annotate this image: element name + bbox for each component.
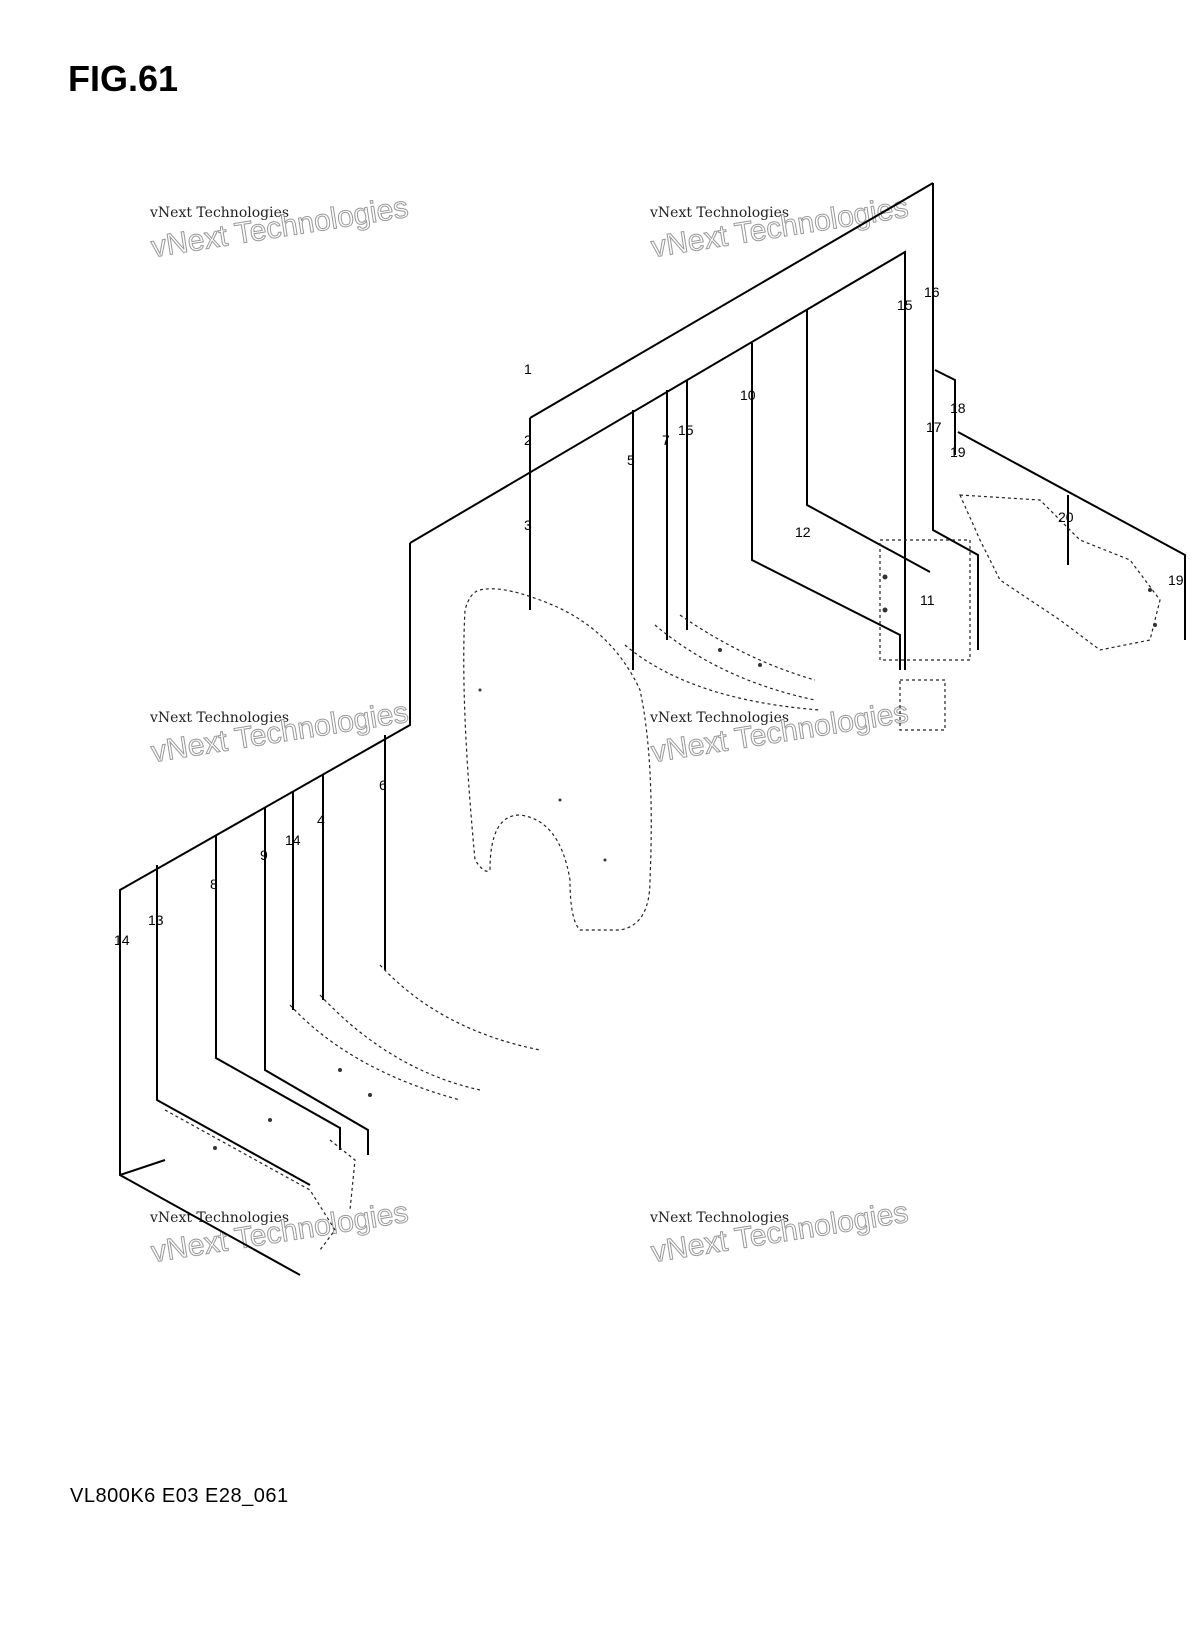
leader-8: [215, 835, 341, 1150]
lower-trim-6: [379, 964, 541, 1051]
mount-bolt: [1148, 588, 1152, 592]
leader-10: [751, 343, 901, 670]
figure-title: FIG.61: [68, 58, 179, 99]
callout-6: 6: [379, 777, 387, 793]
leader-frame-upper: [932, 183, 979, 650]
trim-bolt: [368, 1093, 372, 1097]
callout-14: 14: [114, 932, 130, 948]
windshield-part: [463, 588, 652, 931]
lower-trim-4: [319, 994, 481, 1091]
callout-8: 8: [210, 876, 218, 892]
callout-5: 5: [627, 452, 635, 468]
callout-10: 10: [740, 387, 756, 403]
callout-19: 19: [950, 444, 966, 460]
bracket-bolt: [213, 1146, 217, 1150]
callout-16: 16: [924, 284, 940, 300]
trim-bolt: [718, 648, 722, 652]
callout-19: 19: [1168, 572, 1184, 588]
bracket-bolt: [268, 1118, 272, 1122]
trim-bolt: [338, 1068, 342, 1072]
figure-code: VL800K6 E03 E28_061: [70, 1485, 289, 1507]
bracket-bolt: [882, 574, 888, 580]
windshield-hole: [558, 798, 562, 802]
callout-4: 4: [317, 812, 325, 828]
upper-trim-15: [679, 614, 816, 681]
leader-frame-inner: [409, 250, 906, 670]
callout-1: 1: [524, 361, 532, 377]
lower-bracket-9: [329, 1139, 356, 1211]
leader-9: [264, 808, 369, 1155]
mount-bracket-20: [959, 494, 1161, 651]
windshield-hole: [478, 688, 482, 692]
callout-2: 2: [524, 432, 532, 448]
callout-12: 12: [795, 524, 811, 540]
callout-14: 14: [285, 832, 301, 848]
lower-trim-14: [289, 1004, 461, 1101]
bracket-lower: [899, 679, 946, 731]
leader-19b: [957, 431, 1186, 640]
mount-bolt: [1153, 623, 1157, 627]
callout-17: 17: [926, 419, 942, 435]
windshield-hole: [603, 858, 607, 862]
callout-15: 15: [897, 297, 913, 313]
callout-18: 18: [950, 400, 966, 416]
lower-bracket-8: [164, 1109, 336, 1251]
callout-20: 20: [1058, 509, 1074, 525]
upper-trim-7: [654, 624, 816, 701]
bracket-bolt: [882, 607, 888, 613]
leader-14b: [119, 1159, 166, 1176]
callout-7: 7: [662, 432, 670, 448]
callout-11: 11: [920, 592, 935, 608]
callout-15: 15: [678, 422, 694, 438]
trim-bolt: [758, 663, 762, 667]
leader-frame-top: [529, 182, 934, 419]
callout-3: 3: [524, 517, 532, 533]
leader-18: [934, 369, 956, 455]
leader-12-11: [806, 310, 931, 573]
leader-13: [156, 865, 311, 1186]
leader-frame-left: [119, 543, 411, 1276]
bracket-11: [879, 539, 971, 661]
callout-9: 9: [260, 847, 268, 863]
callout-13: 13: [148, 912, 164, 928]
upper-trim-5: [624, 644, 821, 711]
